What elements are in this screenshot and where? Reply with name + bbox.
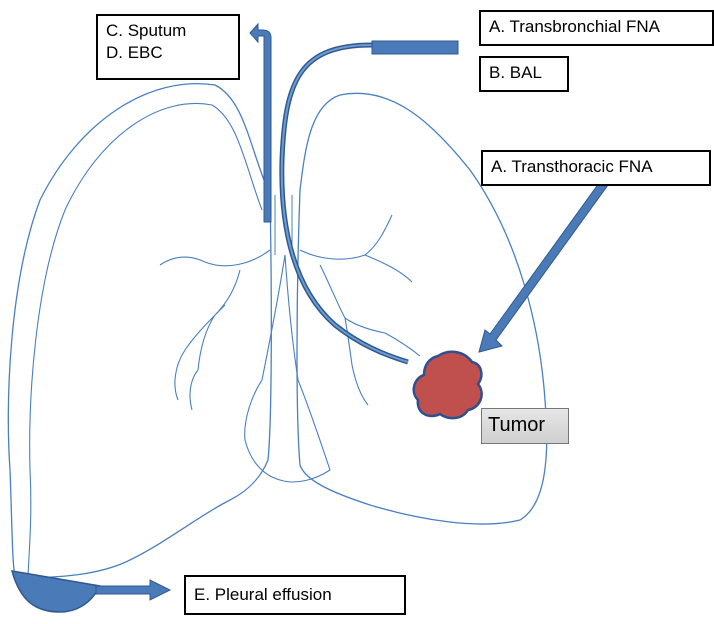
bronchoscope-inner [282, 45, 408, 362]
pleural-effusion-arrow [96, 580, 170, 600]
transthoracic-arrow [479, 172, 613, 352]
bronchoscope-outer [282, 45, 408, 362]
bronchi-left [160, 250, 270, 410]
tumor-mass [414, 352, 482, 418]
sputum-arrow [250, 24, 271, 222]
label-transthoracic-fna: A. Transthoracic FNA [481, 150, 711, 186]
label-transbronchial-fna: A. Transbronchial FNA [479, 10, 714, 46]
label-sputum: C. Sputum [106, 20, 230, 42]
label-pleural-effusion: E. Pleural effusion [184, 575, 406, 615]
label-tumor: Tumor [481, 408, 569, 444]
left-lung-outer [8, 84, 271, 578]
label-sputum-ebc: C. Sputum D. EBC [96, 14, 240, 80]
mediastinum [245, 255, 330, 482]
label-ebc: D. EBC [106, 42, 230, 64]
left-lung-inner [28, 103, 262, 575]
bronchoscope-handle [372, 41, 458, 54]
label-bal: B. BAL [479, 56, 569, 92]
